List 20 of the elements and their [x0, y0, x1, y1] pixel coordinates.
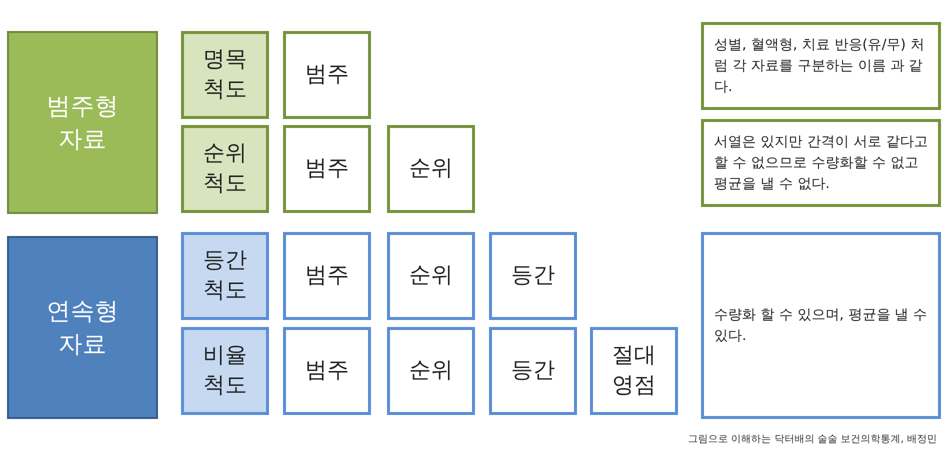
property-box: 순위 [387, 327, 475, 415]
source-caption: 그림으로 이해하는 닥터배의 술술 보건의학통계, 배정민 [688, 433, 937, 446]
note-box: 서열은 있지만 간격이 서로 같다고 할 수 없으므로 수량화할 수 없고 평균을 낼 수 없다. [701, 119, 941, 207]
property-box: 등간 [489, 327, 577, 415]
scale-box: 비율 척도 [181, 327, 269, 415]
property-box: 등간 [489, 232, 577, 320]
property-box: 범주 [283, 31, 371, 119]
property-box: 범주 [283, 125, 371, 213]
scale-box: 등간 척도 [181, 232, 269, 320]
scale-box: 명목 척도 [181, 31, 269, 119]
category-box: 연속형 자료 [7, 236, 158, 419]
note-box: 성별, 혈액형, 치료 반응(유/무) 처럼 각 자료를 구분하는 이름 과 같다. [701, 22, 941, 110]
property-box: 범주 [283, 232, 371, 320]
property-box: 순위 [387, 125, 475, 213]
note-box: 수량화 할 수 있으며, 평균을 낼 수 있다. [701, 232, 941, 419]
property-box: 절대 영점 [590, 327, 678, 415]
property-box: 범주 [283, 327, 371, 415]
scale-box: 순위 척도 [181, 125, 269, 213]
property-box: 순위 [387, 232, 475, 320]
category-box: 범주형 자료 [7, 31, 158, 214]
